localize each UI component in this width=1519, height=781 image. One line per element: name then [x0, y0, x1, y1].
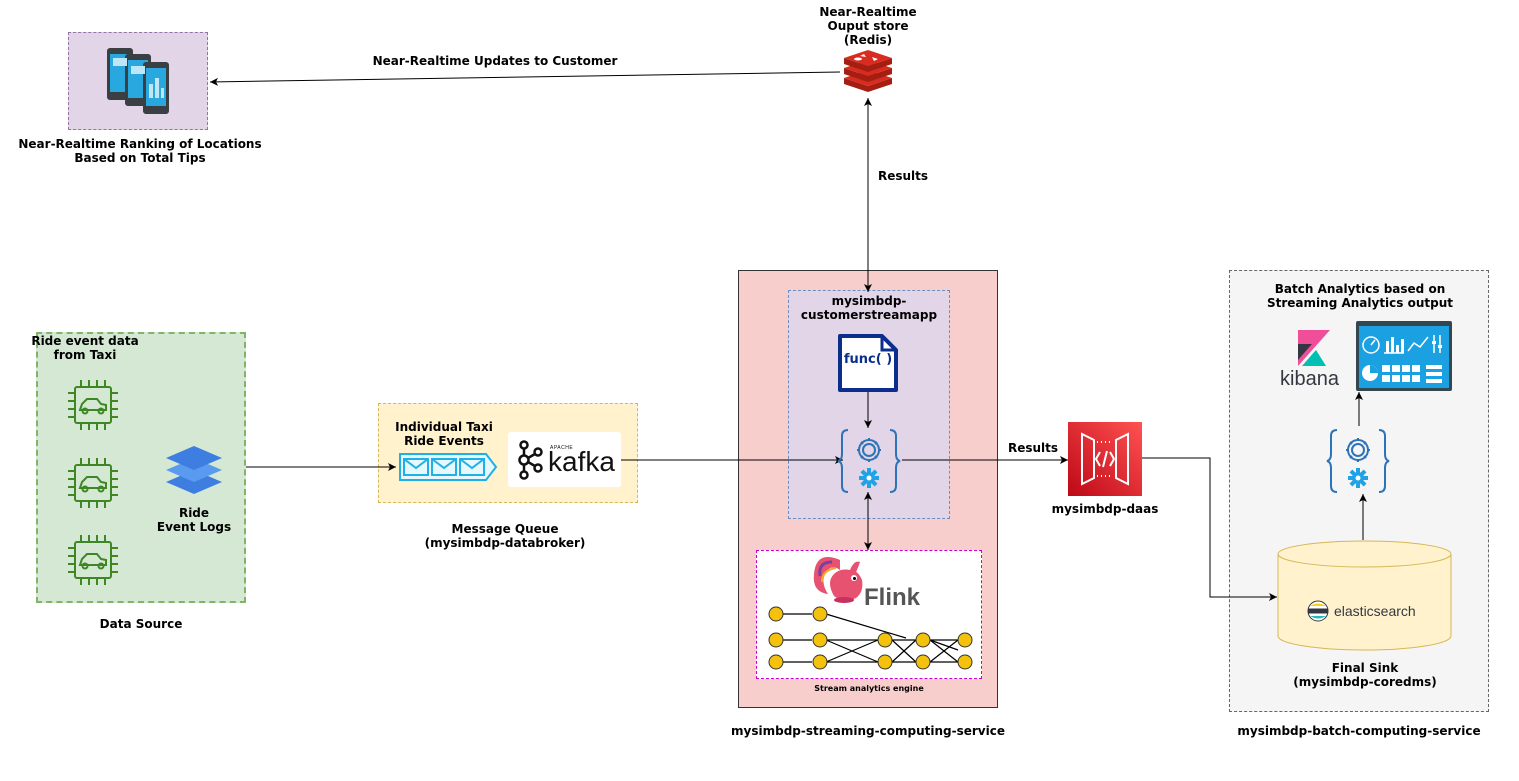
flink-dataflow-graph	[768, 606, 973, 670]
message-queue-label: Message Queue (mysimbdp-databroker)	[424, 522, 586, 550]
taxi-events-label: Individual Taxi Ride Events	[395, 420, 493, 448]
gear-braces-icon	[837, 429, 901, 493]
kibana-logo	[1298, 330, 1330, 366]
customerstreamapp-label: mysimbdp- customerstreamapp	[800, 294, 938, 322]
taxi-chip-icon	[68, 380, 118, 430]
final-sink-label: Final Sink (mysimbdp-coredms)	[1293, 661, 1437, 689]
layers-icon	[166, 446, 222, 494]
gear-braces-icon	[1326, 429, 1390, 493]
taxi-chip-icon	[68, 458, 118, 508]
kafka-apache-label: APACHE	[550, 445, 574, 451]
ride-logs-label: Ride Event Logs	[156, 506, 232, 534]
edge-redis-to-customer	[209, 71, 841, 86]
message-queue-icon	[399, 453, 498, 481]
taxi-chip-icon	[68, 535, 118, 585]
data-source-label: Data Source	[99, 617, 183, 631]
api-gateway-icon	[1068, 422, 1142, 496]
elasticsearch-logo	[1307, 600, 1329, 622]
streaming-service-label: mysimbdp-streaming-computing-service	[731, 724, 1005, 738]
function-label: func( )	[843, 352, 893, 367]
flink-engine-box	[756, 550, 982, 679]
results-top-label: Results	[877, 169, 929, 183]
batch-service-label: mysimbdp-batch-computing-service	[1237, 724, 1481, 738]
final-sink-cylinder	[1277, 540, 1452, 651]
function-icon	[838, 334, 898, 392]
edge-daas-to-es	[1142, 457, 1277, 601]
kibana-label: kibana	[1280, 368, 1339, 390]
elasticsearch-label: elasticsearch	[1334, 603, 1416, 619]
redis-icon	[844, 50, 892, 92]
stream-engine-label: Stream analytics engine	[814, 684, 924, 693]
results-right-label: Results	[1007, 441, 1059, 455]
dashboard-icon	[1356, 321, 1452, 391]
ranking-label: Near-Realtime Ranking of Locations Based…	[18, 137, 262, 165]
mobile-devices-icon	[107, 48, 169, 114]
flink-squirrel-icon	[813, 557, 863, 603]
kafka-logo: APACHE kafka	[508, 432, 621, 487]
redis-store-label: Near-Realtime Ouput store (Redis)	[819, 5, 917, 47]
updates-edge-label: Near-Realtime Updates to Customer	[372, 54, 618, 68]
kafka-nodes-icon	[518, 440, 543, 480]
batch-title-label: Batch Analytics based on Streaming Analy…	[1267, 282, 1453, 310]
kafka-label: kafka	[548, 446, 615, 477]
ride-data-label: Ride event data from Taxi	[31, 334, 139, 362]
flink-label: Flink	[864, 584, 921, 611]
daas-label: mysimbdp-daas	[1051, 502, 1159, 516]
